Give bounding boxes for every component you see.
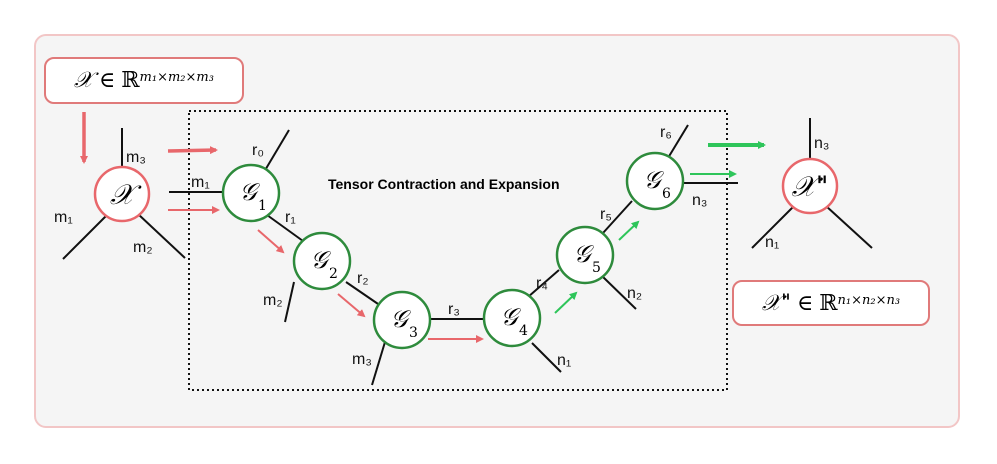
input-leg-label-m3: m₃ bbox=[126, 149, 146, 166]
core-node-2 bbox=[292, 231, 352, 291]
core-1-leg-label: m₁ bbox=[191, 174, 210, 191]
rank-label-r6: r₆ bbox=[660, 124, 672, 141]
core-bonds bbox=[169, 124, 738, 386]
core-3-symbol: 𝒢 bbox=[390, 305, 411, 333]
core-node-1 bbox=[221, 163, 281, 223]
core-node-3 bbox=[372, 290, 432, 350]
output-node-legs bbox=[751, 118, 873, 249]
core-5-index: 5 bbox=[592, 260, 601, 276]
core-2-symbol: 𝒢 bbox=[310, 246, 331, 274]
core-5-leg-label: n₂ bbox=[627, 285, 642, 302]
input-formula-exponent: m₁×m₂×m₃ bbox=[139, 70, 214, 85]
rank-label-r1: r₁ bbox=[285, 209, 296, 226]
input-formula-symbol: 𝒳 bbox=[74, 68, 93, 93]
core-1-symbol: 𝒢 bbox=[239, 178, 260, 206]
input-flow-arrows bbox=[80, 112, 484, 343]
input-formula-member: ∈ bbox=[98, 68, 116, 93]
core-6-symbol: 𝒢 bbox=[643, 166, 664, 194]
core-4-leg-label: n₁ bbox=[557, 352, 571, 369]
input-node-legs bbox=[62, 128, 186, 260]
input-leg-label-m1: m₁ bbox=[54, 209, 73, 226]
core-2-index: 2 bbox=[329, 266, 338, 282]
output-formula-member: ∈ bbox=[796, 290, 814, 316]
input-leg-label-m2: m₂ bbox=[133, 239, 153, 256]
rank-label-r3: r₃ bbox=[448, 301, 460, 318]
diagram-title: Tensor Contraction and Expansion bbox=[328, 176, 560, 192]
core-3-leg-label: m₃ bbox=[352, 351, 372, 368]
core-6-leg-label: n₃ bbox=[692, 192, 707, 209]
output-formula-exponent: n₁×n₂×n₃ bbox=[837, 292, 901, 308]
core-6-index: 6 bbox=[662, 186, 671, 202]
core-3-index: 3 bbox=[409, 325, 418, 341]
rank-label-r0: r₀ bbox=[252, 142, 264, 159]
output-leg-label-n3: n₃ bbox=[814, 135, 829, 152]
rank-label-r2: r₂ bbox=[357, 270, 369, 287]
rank-label-r5: r₅ bbox=[600, 206, 612, 223]
output-flow-arrows bbox=[554, 141, 766, 314]
core-node-4 bbox=[482, 288, 542, 348]
output-leg-label-n1: n₁ bbox=[765, 234, 779, 251]
core-2-leg-label: m₂ bbox=[263, 292, 283, 309]
input-formula-field: ℝ bbox=[121, 68, 140, 93]
output-formula-field: ℝ bbox=[819, 290, 838, 316]
core-node-6 bbox=[625, 151, 685, 211]
core-node-5 bbox=[555, 225, 615, 285]
core-5-symbol: 𝒢 bbox=[573, 240, 594, 268]
core-4-symbol: 𝒢 bbox=[500, 303, 521, 331]
output-tensor-node bbox=[781, 157, 839, 215]
output-formula-symbol: 𝒳" bbox=[761, 290, 791, 316]
rank-label-r4: r₄ bbox=[536, 275, 548, 292]
output-node-symbol: 𝒳" bbox=[792, 170, 829, 203]
contraction-region bbox=[188, 110, 728, 391]
core-4-index: 4 bbox=[519, 323, 528, 339]
input-tensor-node bbox=[93, 165, 151, 223]
core-1-index: 1 bbox=[258, 198, 267, 214]
